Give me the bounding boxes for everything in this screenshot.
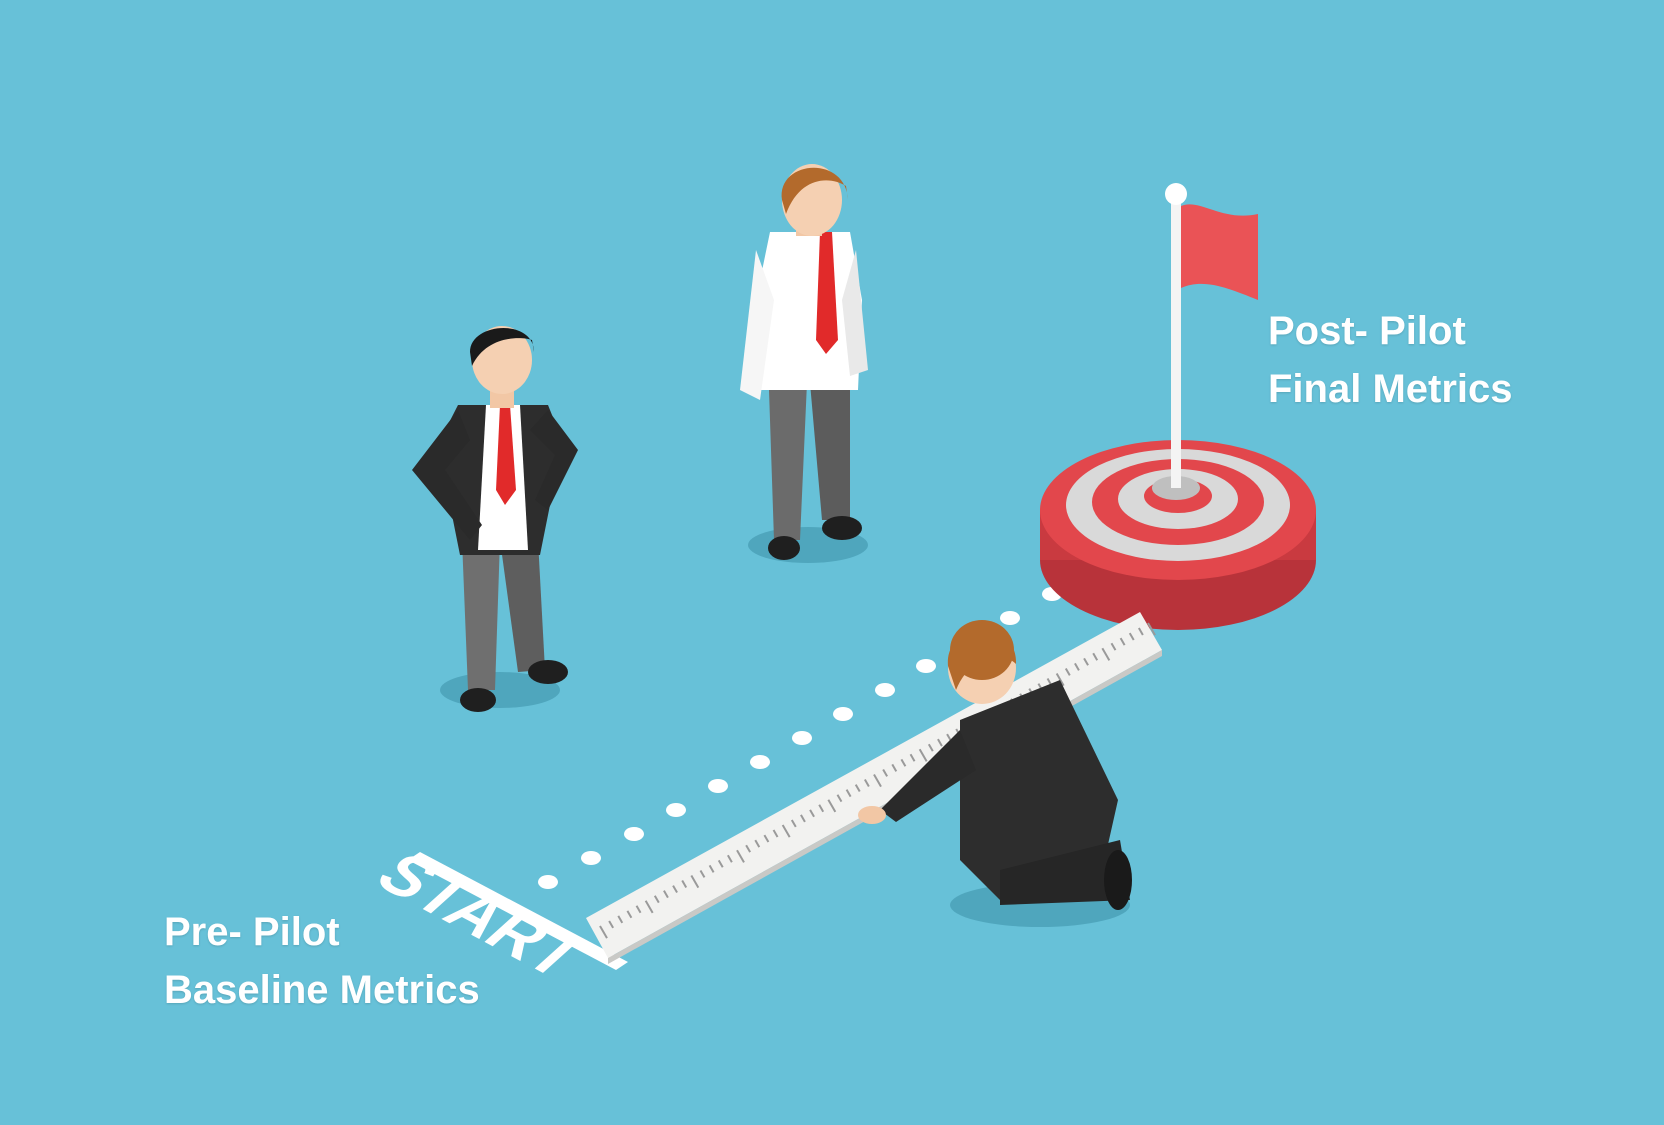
ruler-tick: [873, 774, 882, 788]
businessman-left: [412, 326, 578, 712]
ruler-tick: [1092, 652, 1099, 661]
ruler-tick: [772, 829, 779, 838]
ruler-tick: [882, 768, 889, 777]
ruler-tick: [1055, 673, 1065, 687]
ruler-tick: [690, 875, 700, 889]
ruler-tick: [927, 743, 934, 752]
ruler-tick: [635, 905, 642, 914]
ruler-tick: [1119, 637, 1126, 646]
ruler-tick: [763, 834, 770, 843]
ruler-tick: [790, 819, 797, 828]
post-pilot-caption: Post- Pilot Final Metrics: [1268, 302, 1513, 418]
ruler-tick: [818, 804, 825, 813]
ruler-tick: [1101, 647, 1111, 661]
ruler-tick: [909, 753, 916, 762]
ruler-tick: [1064, 667, 1071, 676]
ruler-tick: [726, 854, 733, 863]
post-pilot-line1: Post- Pilot: [1268, 309, 1466, 353]
ruler-tick: [644, 900, 654, 914]
ruler-tick: [717, 859, 724, 868]
post-pilot-line2: Final Metrics: [1268, 367, 1513, 411]
ruler-tick: [845, 789, 852, 798]
businessman-kneeling: [858, 620, 1132, 927]
businessman-center: [740, 164, 868, 563]
ruler-tick: [900, 758, 907, 767]
ruler-tick: [608, 920, 615, 929]
ruler-tick: [1128, 632, 1135, 641]
ruler-tick: [736, 849, 745, 863]
ruler-tick: [781, 824, 791, 838]
flag-icon: [1165, 183, 1258, 488]
ruler-tick: [854, 784, 861, 793]
ruler-tick: [809, 809, 815, 818]
ruler-tick: [1083, 657, 1089, 666]
ruler-tick: [863, 779, 870, 788]
ruler-tick: [1110, 642, 1117, 651]
ruler-tick: [599, 925, 608, 939]
ruler-tick: [1137, 627, 1144, 636]
ruler-tick: [672, 885, 678, 894]
pre-pilot-line2: Baseline Metrics: [164, 968, 480, 1012]
ruler-tick: [836, 794, 843, 803]
ruler-tick: [891, 763, 898, 772]
pre-pilot-caption: Pre- Pilot Baseline Metrics: [164, 903, 480, 1019]
ruler-tick: [1074, 662, 1080, 671]
ruler-tick: [918, 748, 928, 762]
ruler-tick: [1147, 622, 1156, 636]
ruler-tick: [626, 910, 633, 919]
ruler-tick: [827, 799, 837, 813]
ruler-tick: [681, 880, 688, 889]
ruler-tick: [617, 915, 624, 924]
ruler-tick: [754, 839, 761, 848]
ruler-tick: [937, 738, 943, 747]
ruler-tick: [663, 890, 669, 899]
ruler-tick: [699, 869, 706, 878]
pre-pilot-line1: Pre- Pilot: [164, 910, 340, 954]
ruler-tick: [653, 895, 660, 904]
ruler-tick: [800, 814, 806, 823]
ruler-tick: [745, 844, 752, 853]
ruler-tick: [708, 864, 715, 873]
